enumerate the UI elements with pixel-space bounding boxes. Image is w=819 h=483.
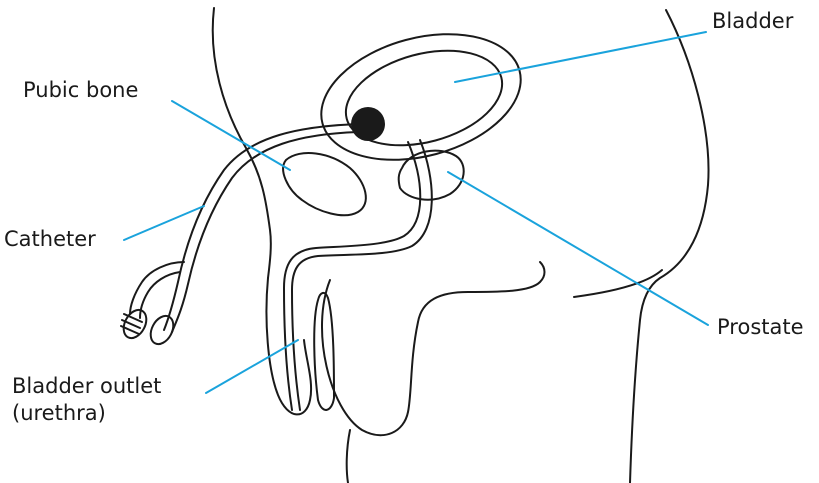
leader-line-bladder — [455, 32, 706, 82]
buttock-crease — [574, 270, 662, 297]
label-bladder-outlet: Bladder outlet (urethra) — [12, 373, 161, 427]
catheter-tube-outer — [164, 124, 360, 330]
label-bladder-outlet-line1: Bladder outlet — [12, 373, 161, 400]
catheter-tube-inner — [172, 132, 358, 332]
catheter-connector-right — [146, 312, 178, 348]
catheter-balloon — [351, 107, 385, 141]
leader-line-prostate — [448, 172, 708, 325]
scrotum-outline — [322, 262, 545, 435]
bladder-outer-wall — [307, 14, 535, 181]
label-pubic-bone: Pubic bone — [23, 77, 138, 104]
label-catheter: Catheter — [4, 226, 96, 253]
label-prostate: Prostate — [717, 314, 804, 341]
perineum-line — [347, 430, 350, 483]
catheter-connector-left — [119, 306, 151, 342]
body-front-outline — [213, 8, 271, 278]
body-back-outline — [630, 10, 709, 483]
leader-line-urethra — [206, 340, 298, 393]
leader-line-pubic-bone — [172, 101, 290, 170]
pubic-bone — [283, 153, 366, 215]
label-bladder-outlet-line2: (urethra) — [12, 400, 161, 427]
label-bladder: Bladder — [712, 8, 793, 35]
bladder-inner-wall — [335, 35, 512, 161]
